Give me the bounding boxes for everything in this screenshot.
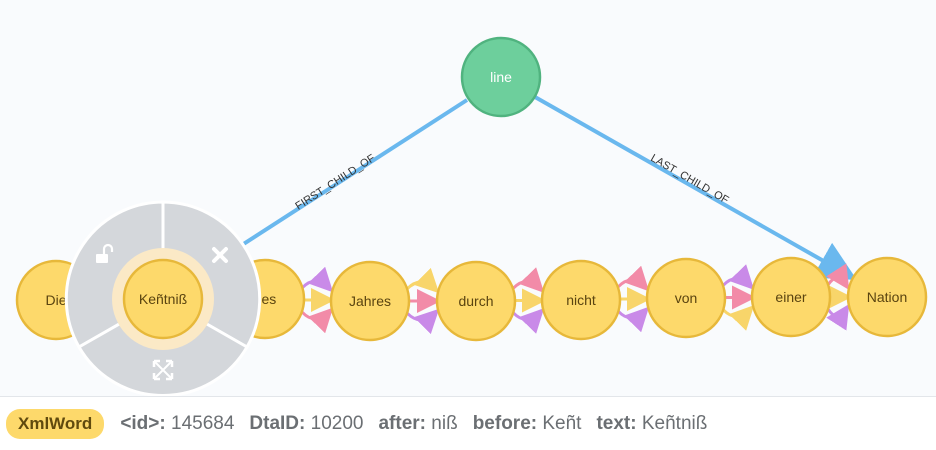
prop-before-value: Keñt [542, 412, 582, 434]
word-node-label: Nation [867, 289, 907, 305]
word-node-7[interactable]: einer [750, 256, 832, 338]
first-child-of-label: FIRST_CHILD_OF [293, 152, 377, 212]
prop-dtaid-value: 10200 [310, 412, 364, 434]
status-bar: XmlWord <id>: 145684 DtaID: 10200 after:… [0, 396, 936, 450]
word-edge[interactable] [826, 263, 850, 291]
expand-icon[interactable] [152, 359, 174, 381]
close-icon[interactable] [212, 247, 228, 263]
word-edge[interactable] [405, 308, 440, 335]
unlock-icon[interactable] [96, 243, 114, 263]
prop-id-key: <id>: [120, 412, 166, 434]
prop-dtaid: DtaID: 10200 [249, 413, 363, 435]
line-node[interactable]: line [460, 36, 542, 118]
word-node-label: von [675, 290, 698, 306]
word-node-6[interactable]: von [645, 257, 727, 339]
word-edge[interactable] [721, 305, 755, 331]
word-edge[interactable] [405, 267, 440, 294]
word-node-5[interactable]: nicht [540, 259, 622, 341]
prop-dtaid-key: DtaID: [249, 412, 306, 434]
word-edge[interactable] [721, 264, 755, 290]
word-node-label: nicht [566, 292, 596, 308]
last-child-of-label: LAST_CHILD_OF [648, 152, 730, 207]
word-edge[interactable] [826, 303, 850, 331]
prop-before: before: Keñt [473, 413, 582, 435]
node-type-badge[interactable]: XmlWord [6, 408, 105, 439]
word-edge[interactable] [300, 266, 334, 293]
word-node-4[interactable]: durch [435, 260, 517, 342]
word-node-label: Die [45, 292, 66, 308]
word-node-1[interactable]: Keñtniß [122, 258, 204, 340]
word-edge[interactable] [511, 267, 545, 293]
word-node-8[interactable]: Nation [846, 256, 928, 338]
prop-after-value: niß [431, 412, 458, 434]
last-child-of-edge[interactable] [534, 95, 857, 280]
word-node-label: durch [458, 293, 493, 309]
prop-id-value: 145684 [171, 412, 235, 434]
word-node-label: Keñtniß [139, 291, 187, 307]
first-child-of-edge[interactable] [193, 98, 469, 277]
prop-text-value: Keñtniß [641, 412, 708, 434]
prop-text: text: Keñtniß [596, 413, 707, 435]
prop-text-key: text: [596, 412, 637, 434]
prop-after: after: niß [378, 413, 457, 435]
prop-after-key: after: [378, 412, 426, 434]
word-edge[interactable] [300, 307, 334, 334]
word-node-label: Jahres [349, 293, 391, 309]
word-edge[interactable] [616, 265, 650, 292]
word-node-label: einer [775, 289, 806, 305]
prop-before-key: before: [472, 412, 538, 434]
word-edge[interactable] [616, 306, 650, 333]
word-edge[interactable] [511, 308, 545, 334]
line-node-label: line [490, 69, 512, 85]
word-node-3[interactable]: Jahres [329, 260, 411, 342]
prop-id: <id>: 145684 [120, 413, 234, 435]
